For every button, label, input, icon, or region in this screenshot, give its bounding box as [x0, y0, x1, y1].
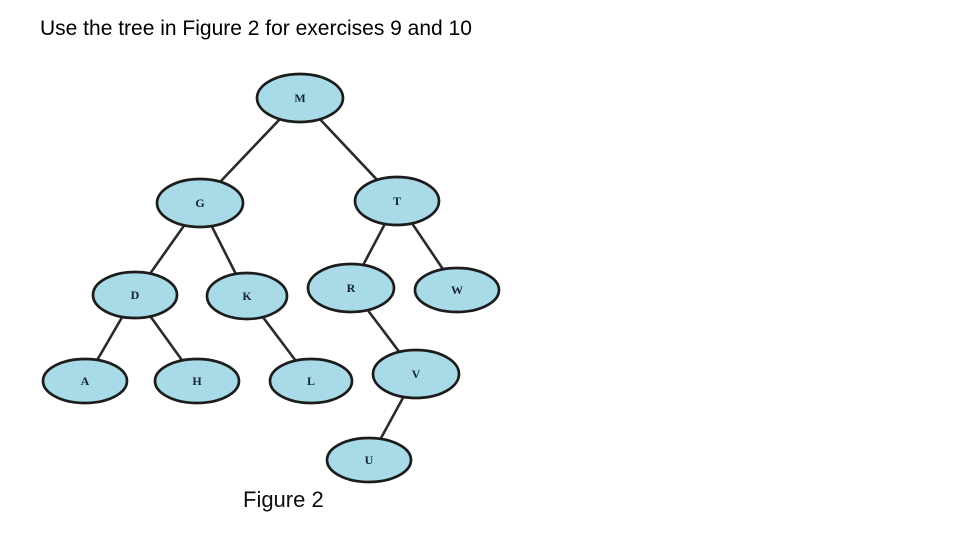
tree-node-label-D: D: [131, 288, 140, 302]
tree-node-V: [371, 348, 461, 400]
tree-node-label-R: R: [347, 281, 356, 295]
tree-node-D: [91, 270, 179, 320]
tree-node-M: [255, 72, 345, 124]
tree-node-T: [353, 175, 441, 227]
tree-nodes-group: M G T D K R W A H L V U: [41, 72, 501, 484]
tree-node-K: [205, 271, 289, 321]
tree-node-label-V: V: [412, 367, 421, 381]
tree-node-label-H: H: [192, 374, 202, 388]
tree-node-R: [306, 262, 396, 314]
tree-node-G: [155, 177, 245, 229]
tree-node-label-U: U: [365, 453, 374, 467]
tree-node-label-T: T: [393, 194, 401, 208]
tree-node-label-L: L: [307, 374, 315, 388]
tree-node-L: [268, 357, 354, 405]
tree-node-A: [41, 357, 129, 405]
tree-node-H: [153, 357, 241, 405]
figure-caption: Figure 2: [243, 487, 324, 512]
tree-node-W: [413, 266, 501, 314]
tree-node-label-M: M: [294, 91, 305, 105]
tree-node-label-A: A: [81, 374, 90, 388]
tree-node-U: [325, 436, 413, 484]
tree-node-label-K: K: [242, 289, 252, 303]
exercise-instruction: Use the tree in Figure 2 for exercises 9…: [40, 17, 472, 40]
tree-node-label-W: W: [451, 283, 463, 297]
tree-node-label-G: G: [195, 196, 204, 210]
